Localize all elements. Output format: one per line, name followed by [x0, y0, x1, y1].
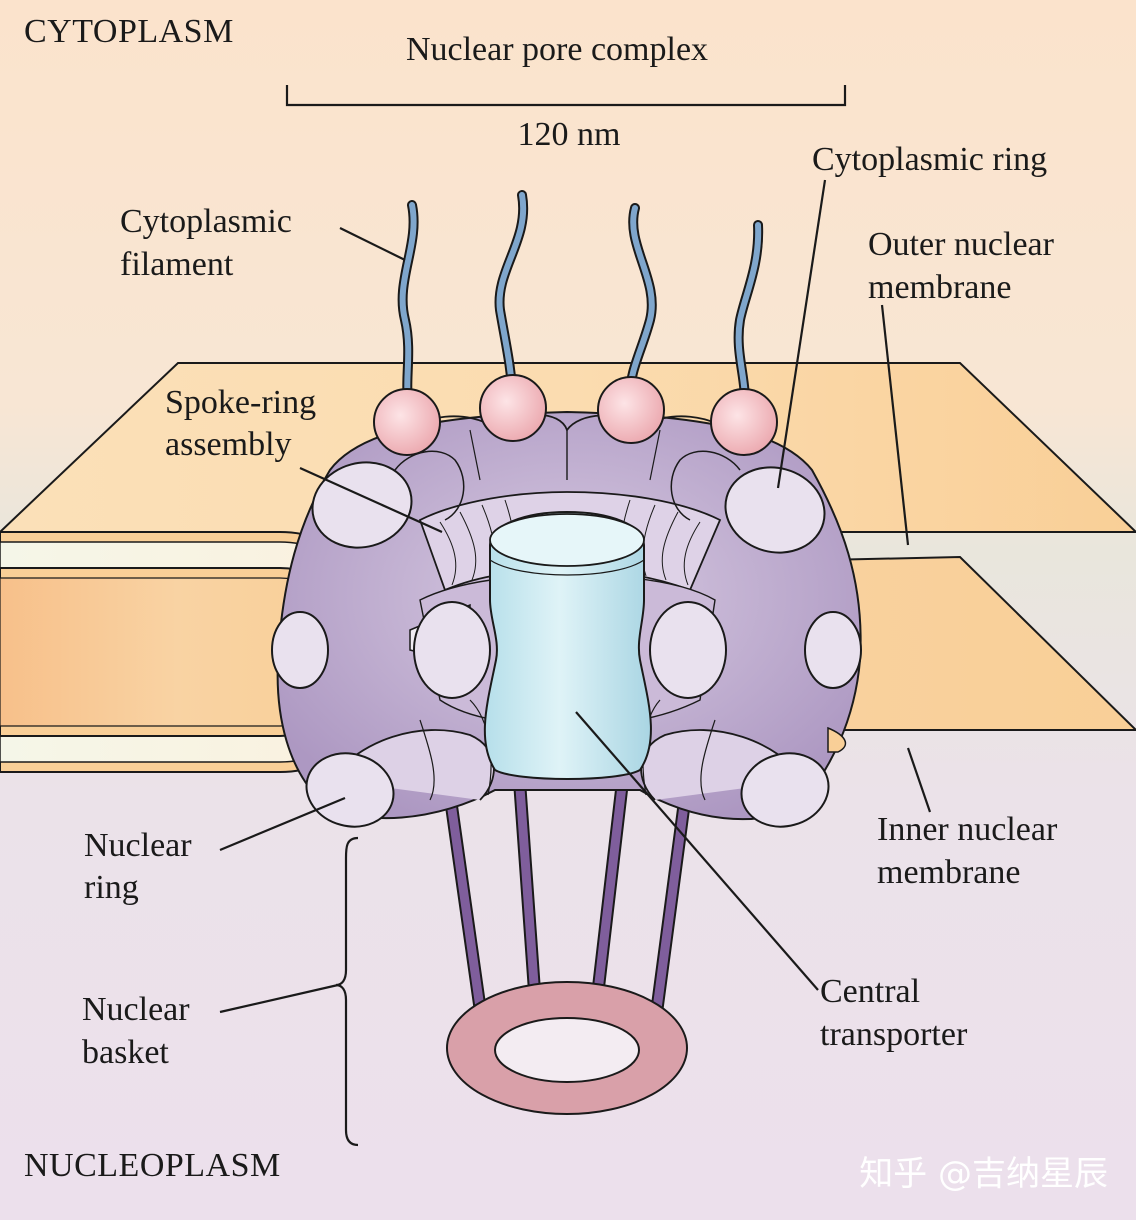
cytoplasmic-filament-label-1: Cytoplasmic	[120, 203, 292, 240]
spoke-ring-label-2: assembly	[165, 426, 292, 463]
nuclear-ring-label-2: ring	[84, 869, 139, 906]
nuclear-ring-label-1: Nuclear	[84, 827, 192, 864]
outer-membrane-label-2: membrane	[868, 269, 1012, 306]
leader-lines	[219, 179, 932, 1147]
central-transporter	[483, 510, 652, 780]
spoke-lobes	[271, 601, 862, 699]
cytoplasm-label: CYTOPLASM	[24, 13, 234, 50]
basket-brace	[335, 836, 359, 1147]
nuclear-basket-label-1: Nuclear	[82, 991, 190, 1028]
scale-bar	[285, 85, 847, 107]
cytoplasmic-filament-label-2: filament	[120, 246, 234, 283]
watermark: 知乎 @吉纳星辰	[859, 1154, 1108, 1194]
central-transporter-label-2: transporter	[820, 1016, 968, 1053]
spoke-ring-label-1: Spoke-ring	[165, 384, 316, 421]
nuclear-ring-lobes	[305, 752, 830, 828]
cytoplasmic-ring-label: Cytoplasmic ring	[812, 141, 1047, 178]
scale-length: 120 nm	[518, 116, 621, 153]
nucleoplasm-label: NUCLEOPLASM	[24, 1147, 281, 1184]
nuclear-basket-label-2: basket	[82, 1034, 169, 1071]
outer-membrane-label-1: Outer nuclear	[868, 226, 1055, 263]
inner-membrane-label-1: Inner nuclear	[877, 811, 1058, 848]
scale-title: Nuclear pore complex	[406, 31, 708, 68]
central-transporter-label-1: Central	[820, 973, 920, 1010]
filament-beads	[373, 374, 778, 456]
basket-terminal-ring	[446, 981, 688, 1115]
inner-membrane-label-2: membrane	[877, 854, 1021, 891]
cytoplasmic-filaments	[397, 190, 764, 405]
